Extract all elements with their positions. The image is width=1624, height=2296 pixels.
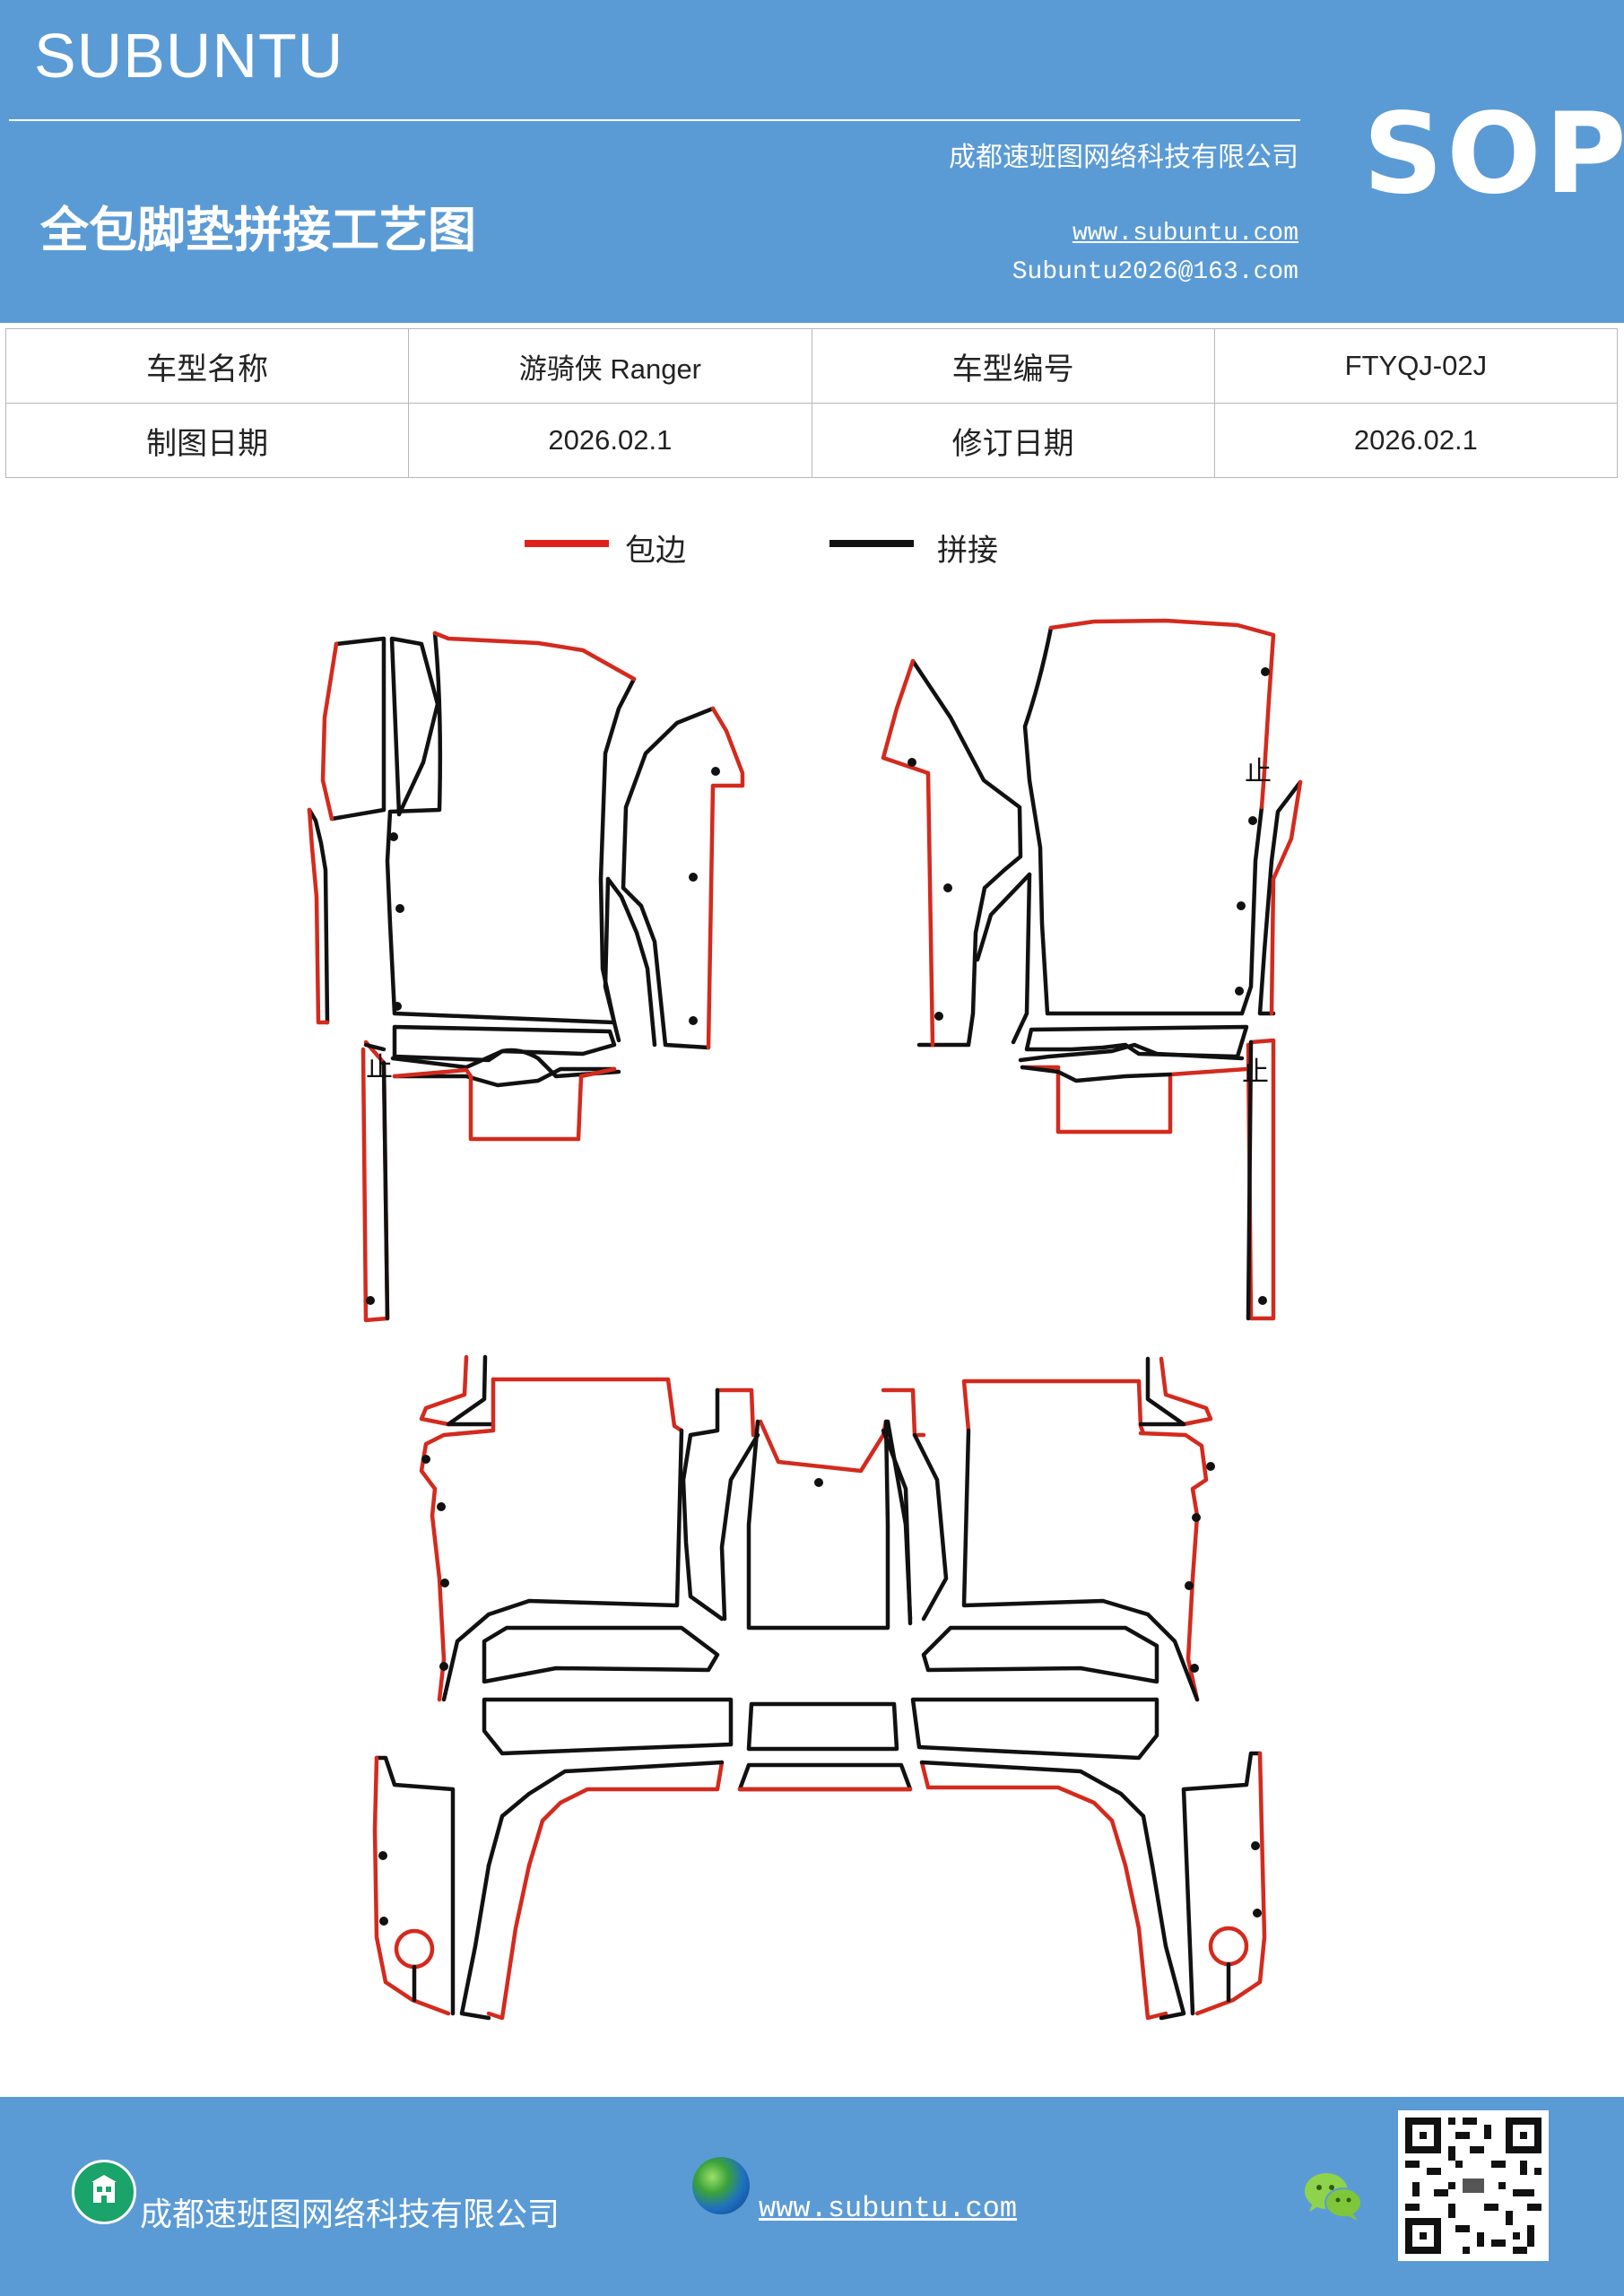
legend-join-swatch (829, 540, 914, 547)
front-right-mat: 止 止 (881, 618, 1303, 1321)
front-left-mat: 止 (307, 631, 745, 1323)
qr-code[interactable] (1398, 2110, 1549, 2261)
stop-marker-right-lower: 止 (1242, 1057, 1269, 1088)
legend-edge-label: 包边 (625, 533, 686, 569)
label-draw-date: 制图日期 (4, 403, 410, 478)
header-company: 成都速班图网络科技有限公司 (949, 142, 1298, 173)
document-title: 全包脚垫拼接工艺图 (40, 202, 476, 258)
header-divider (9, 119, 1300, 121)
building-icon (72, 2160, 136, 2224)
label-revision-date: 修订日期 (811, 403, 1215, 478)
value-model-code: FTYQJ-02J (1213, 328, 1619, 404)
stop-marker-right-upper: 止 (1245, 756, 1272, 787)
value-revision-date: 2026.02.1 (1213, 403, 1619, 478)
legend-edge-swatch (525, 540, 609, 547)
header-email: Subuntu2026@163.com (1012, 258, 1298, 286)
globe-icon (692, 2157, 750, 2214)
table-row: 制图日期 2026.02.1 修订日期 2026.02.1 (4, 403, 1619, 478)
legend-join-label: 拼接 (937, 533, 998, 569)
footer-company: 成都速班图网络科技有限公司 (140, 2196, 560, 2233)
rear-mat (372, 1354, 1267, 2021)
brand-name: SUBUNTU (34, 21, 344, 91)
footer-website-link[interactable]: www.subuntu.com (759, 2192, 1018, 2225)
label-model-name: 车型名称 (4, 328, 410, 404)
header-website-link[interactable]: www.subuntu.com (1072, 220, 1298, 248)
value-model-name: 游骑侠 Ranger (408, 328, 812, 404)
table-row: 车型名称 游骑侠 Ranger 车型编号 FTYQJ-02J (4, 328, 1619, 404)
label-model-code: 车型编号 (811, 328, 1215, 404)
vehicle-info-table: 车型名称 游骑侠 Ranger 车型编号 FTYQJ-02J 制图日期 2026… (4, 328, 1619, 478)
stop-marker-left: 止 (366, 1052, 393, 1083)
value-draw-date: 2026.02.1 (408, 403, 812, 478)
sop-badge: SOP (1363, 90, 1624, 219)
wechat-icon[interactable] (1302, 2169, 1365, 2224)
header-banner (0, 0, 1624, 323)
